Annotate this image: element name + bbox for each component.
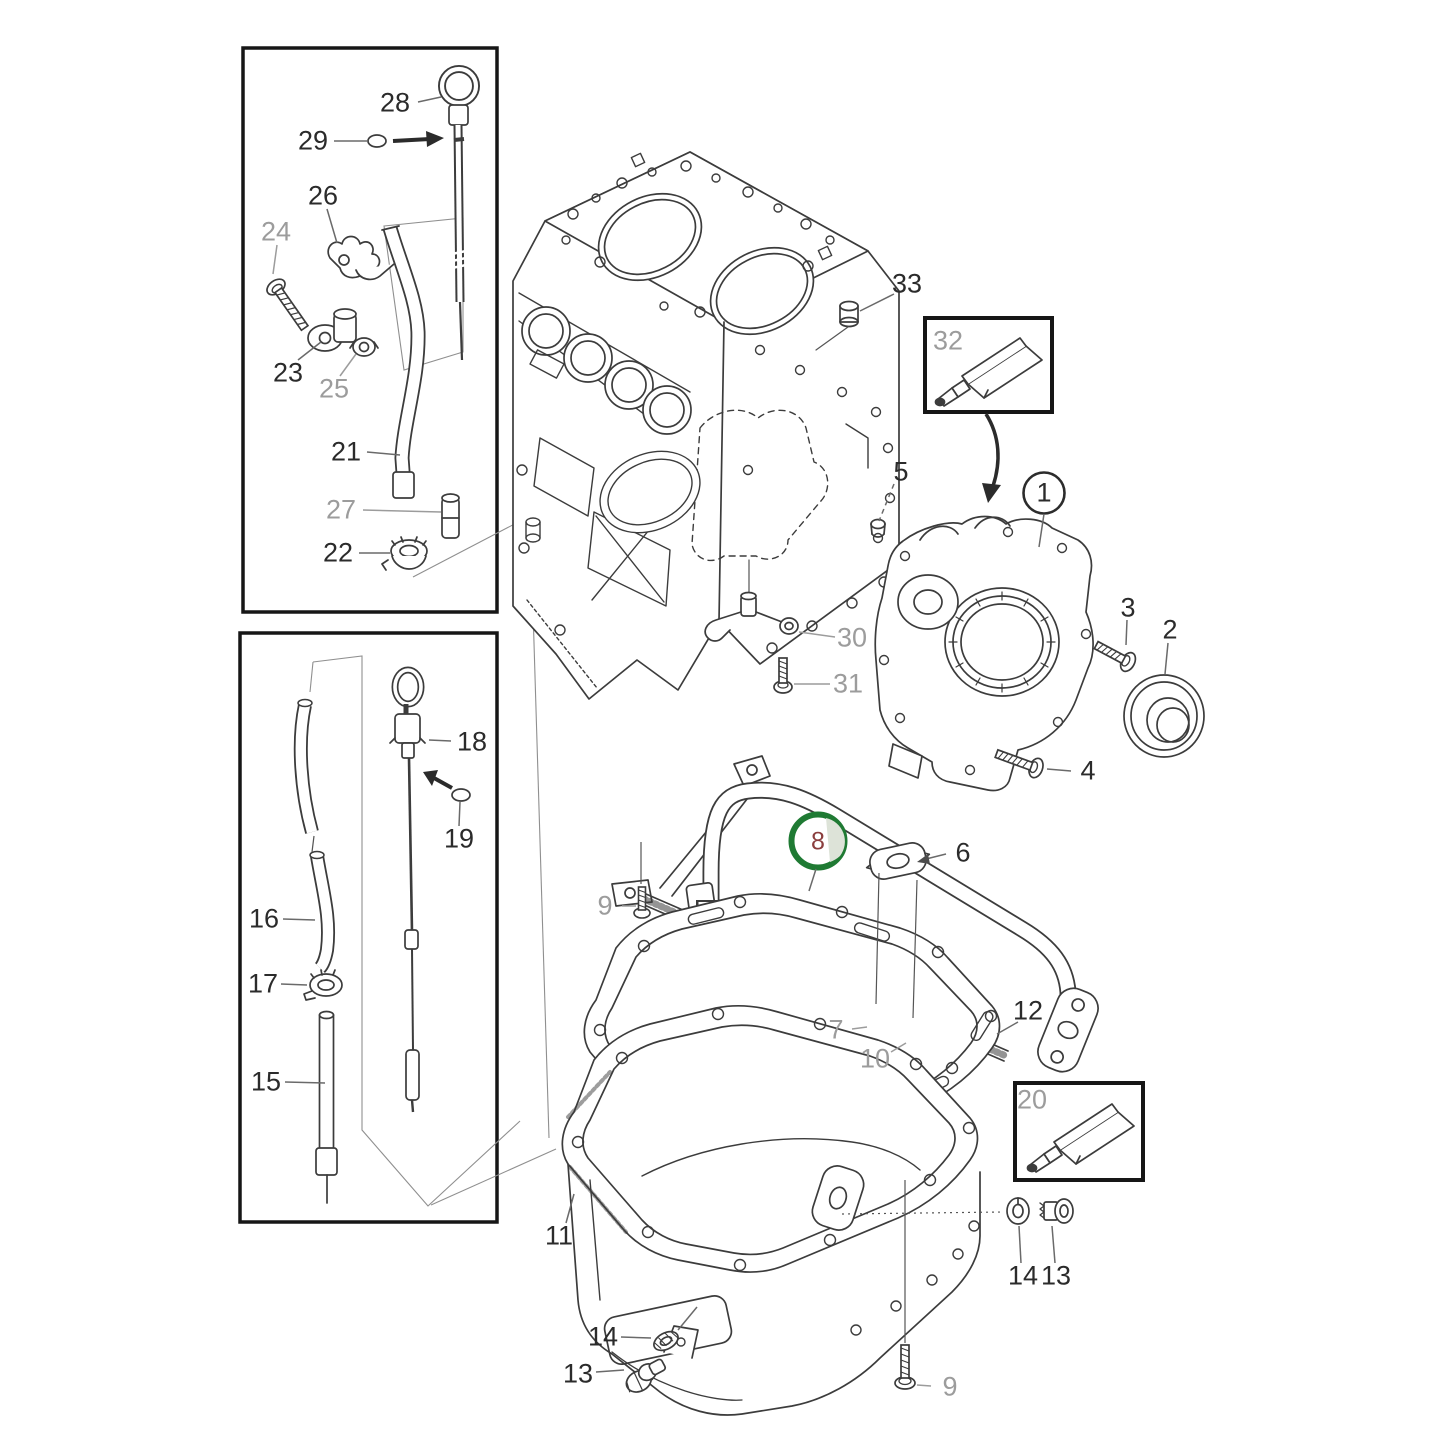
part-callout-27[interactable]: 27: [325, 494, 357, 525]
part-callout-2[interactable]: 2: [1162, 614, 1178, 645]
part-callout-9[interactable]: 9: [597, 890, 613, 921]
part-callout-16[interactable]: 16: [248, 903, 280, 934]
flange-nut-22: [381, 536, 428, 571]
o-ring-19: [451, 788, 471, 802]
pickup-flange: [1037, 987, 1099, 1073]
highlight-circle-8[interactable]: [788, 811, 848, 871]
sealant-box-20: [1013, 1081, 1145, 1182]
part-callout-13[interactable]: 13: [1040, 1260, 1072, 1291]
gasket-6: [865, 842, 931, 880]
nut-25: [349, 337, 379, 357]
clip-26: [327, 235, 395, 281]
part-callout-8[interactable]: 8: [811, 827, 825, 856]
balloon-1[interactable]: [1022, 471, 1066, 515]
sealant-box-32: [923, 316, 1054, 414]
part-callout-12[interactable]: 12: [1012, 995, 1044, 1026]
bolt-24: [266, 278, 310, 332]
hose-16: [293, 698, 336, 973]
oil-pan-boss: [811, 1165, 865, 1231]
part-callout-21[interactable]: 21: [330, 436, 362, 467]
deck-holes: [561, 152, 835, 318]
part-callout-22[interactable]: 22: [322, 537, 354, 568]
projection-sheet-lower: [309, 655, 521, 1207]
engine-block: [512, 151, 900, 700]
part-callout-1[interactable]: 1: [1036, 477, 1052, 508]
arrow-32-to-housing: [982, 413, 1001, 503]
part-callout-14[interactable]: 14: [1007, 1260, 1039, 1291]
seal-bore-hatch: [948, 591, 1056, 693]
part-callout-4[interactable]: 4: [1080, 755, 1096, 786]
part-callout-26[interactable]: 26: [307, 180, 339, 211]
oil-pan-rim-holes: [850, 1220, 980, 1336]
leader-lines: [272, 96, 1169, 1387]
part-callout-20[interactable]: 20: [1016, 1084, 1048, 1115]
part-callout-10[interactable]: 10: [859, 1043, 891, 1074]
part-callout-23[interactable]: 23: [272, 357, 304, 388]
part-callout-19[interactable]: 19: [443, 823, 475, 854]
housing-bolt-holes: [878, 526, 1092, 776]
bolt-4: [994, 748, 1044, 779]
sealant-tube-icon: [1026, 1103, 1135, 1173]
part-callout-32[interactable]: 32: [932, 325, 964, 356]
dowel-pin-5: [870, 518, 886, 538]
arrow-19: [423, 770, 453, 790]
hose-21: [381, 225, 426, 499]
part-callout-15[interactable]: 15: [250, 1066, 282, 1097]
oil-pan-11: [561, 1005, 981, 1416]
part-callout-7[interactable]: 7: [828, 1014, 844, 1045]
plug-13-right: [1039, 1198, 1074, 1224]
tube-15: [315, 1010, 338, 1204]
washer-14-right: [1006, 1197, 1030, 1225]
washer-14-drain: [653, 1330, 679, 1352]
oil-pan-flange: [561, 1005, 979, 1273]
bolt-9-bottom: [894, 1344, 916, 1390]
cylinder-bores: [597, 192, 815, 336]
part-callout-18[interactable]: 18: [456, 726, 488, 757]
seal-housing-1: [874, 515, 1094, 792]
oil-jet-30: [704, 559, 799, 642]
part-callout-5[interactable]: 5: [893, 456, 909, 487]
part-callout-25[interactable]: 25: [318, 373, 350, 404]
bolt-9-left: [633, 886, 651, 919]
part-callout-24[interactable]: 24: [260, 216, 292, 247]
part-callout-31[interactable]: 31: [832, 668, 864, 699]
part-callout-11[interactable]: 11: [544, 1220, 574, 1251]
dipstick-18: [389, 666, 426, 1113]
part-callout-29[interactable]: 29: [297, 125, 329, 156]
bolt-3: [1093, 640, 1137, 673]
sealant-tube-icon: [934, 337, 1043, 407]
plug-33: [815, 300, 859, 351]
part-callout-14[interactable]: 14: [587, 1321, 619, 1352]
part-callout-6[interactable]: 6: [955, 837, 971, 868]
oil-pan-baffle: [603, 1295, 733, 1365]
dipstick-28: [438, 65, 480, 361]
tube-27: [441, 493, 460, 539]
part-callout-3[interactable]: 3: [1120, 592, 1136, 623]
o-ring-29: [367, 134, 387, 148]
part-callout-30[interactable]: 30: [836, 622, 868, 653]
projection-sheet-upper: [383, 217, 464, 371]
part-callout-17[interactable]: 17: [247, 968, 279, 999]
bolt-31: [773, 657, 793, 694]
part-callout-33[interactable]: 33: [891, 268, 923, 299]
clamp-bracket-23: [307, 308, 357, 352]
arrow-29: [392, 131, 444, 147]
seal-ring-2: [1123, 674, 1205, 758]
clamp-17: [303, 969, 343, 1001]
dipstick-tube-boss: [525, 517, 541, 543]
drain-plug-13: [625, 1358, 667, 1393]
part-callout-13[interactable]: 13: [562, 1358, 594, 1389]
inset-box-lower-dipstick: [238, 631, 499, 1224]
part-callout-28[interactable]: 28: [379, 87, 411, 118]
side-bores: [518, 292, 692, 435]
part-callout-9[interactable]: 9: [942, 1371, 958, 1402]
